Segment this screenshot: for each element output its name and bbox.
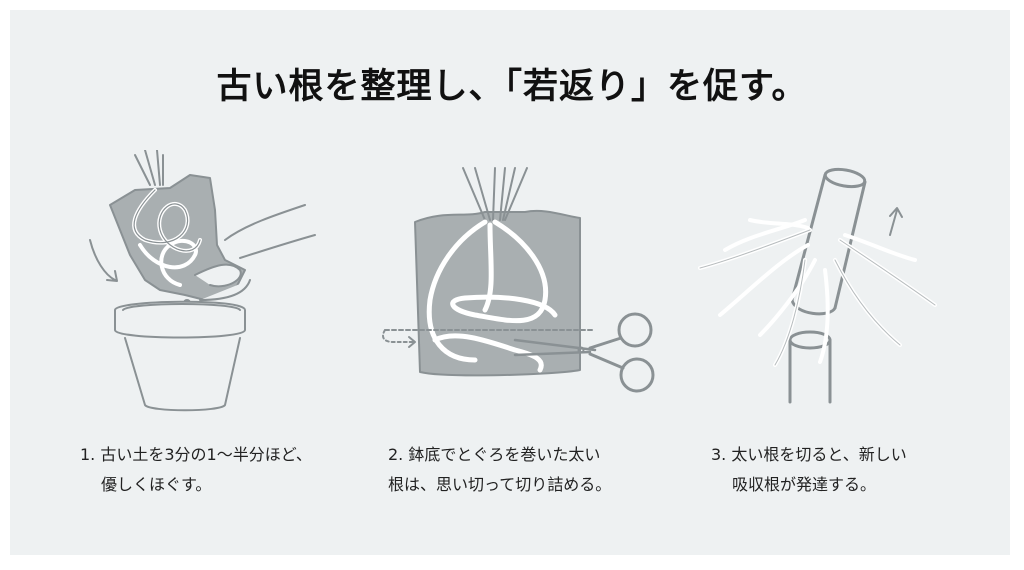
scissors-and-roots-icon [382, 167, 655, 393]
page-title: 古い根を整理し、「若返り」を促す。 [216, 67, 808, 107]
step-2-number: 2. [388, 445, 404, 464]
cut-root-feeder-roots-icon [698, 167, 937, 404]
step-1-line1: 古い土を3分の1〜半分ほど、 [100, 445, 312, 464]
step-2-illustration [375, 150, 665, 410]
step-3-number: 3. [711, 445, 727, 464]
pot-and-hands-icon [89, 150, 316, 412]
step-3-line2: 吸収根が発達する。 [732, 475, 877, 494]
step-3-caption: 3. 太い根を切ると、新しい 吸収根が発達する。 [711, 440, 907, 500]
step-3-line1: 太い根を切ると、新しい [731, 445, 907, 464]
step-3-illustration [690, 150, 950, 420]
step-2-caption: 2. 鉢底でとぐろを巻いた太い 根は、思い切って切り詰める。 [388, 440, 611, 500]
step-1-illustration [75, 150, 325, 420]
step-1-number: 1. [80, 445, 96, 464]
step-2-line2: 根は、思い切って切り詰める。 [388, 475, 612, 494]
step-1-caption: 1. 古い土を3分の1〜半分ほど、 優しくほぐす。 [80, 440, 312, 500]
step-2-line1: 鉢底でとぐろを巻いた太い [408, 445, 601, 464]
step-1-line2: 優しくほぐす。 [101, 475, 212, 494]
